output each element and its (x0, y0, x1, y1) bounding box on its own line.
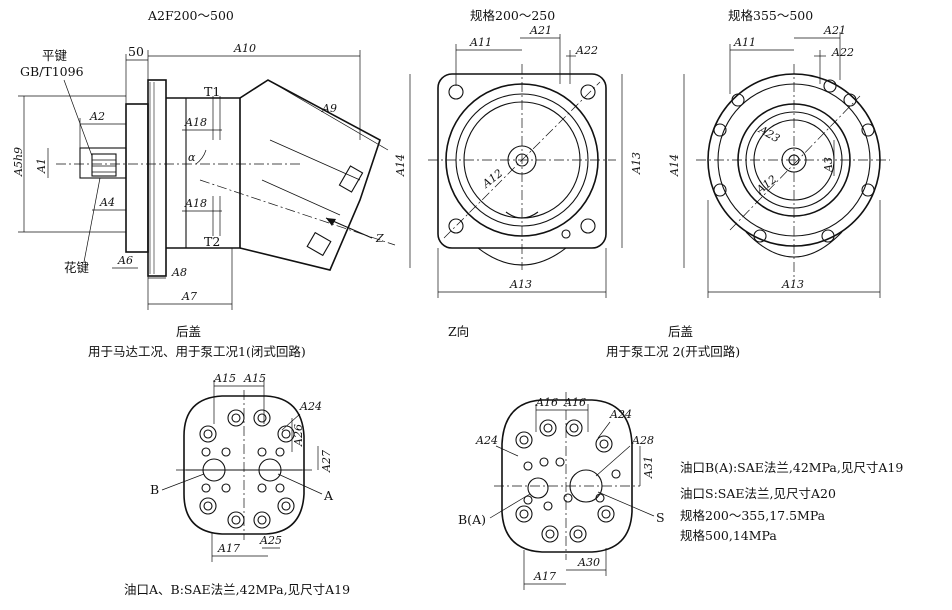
A6-label: A6 (117, 254, 133, 267)
c2-A24b-label: A24 (609, 408, 632, 421)
c2-A17-label: A17 (533, 570, 556, 583)
side-view-title: A2F200～500 (147, 8, 234, 23)
round-view-title: 规格355～500 (728, 8, 813, 23)
side-view: A2F200～500 T1 T2 A18 A18 (12, 8, 396, 310)
c1-note: 油口A、B:SAE法兰,42MPa,见尺寸A19 (124, 582, 350, 597)
sq-A22-label: A22 (575, 44, 598, 57)
c2-A31-label: A31 (642, 456, 655, 479)
c1-B-label: B (150, 482, 159, 497)
c1-A17-label: A17 (217, 542, 240, 555)
rd-A22-label: A22 (831, 46, 854, 59)
A18-upper-label: A18 (184, 116, 207, 129)
c1-A-label: A (323, 488, 334, 503)
right-cover-title: 后盖 (668, 324, 693, 339)
note-line-4: 规格500,14MPa (680, 528, 777, 543)
pingjian-label: 平键 (42, 48, 68, 63)
A18-lower-label: A18 (184, 197, 207, 210)
alpha-label: α (188, 151, 196, 164)
rd-A14-label: A14 (668, 154, 681, 177)
c2-A24a-label: A24 (475, 434, 498, 447)
A9-label: A9 (321, 102, 337, 115)
rd-A3-label: A3 (822, 157, 835, 173)
rd-A11-label: A11 (733, 36, 756, 49)
sq-A12-label: A12 (479, 167, 505, 191)
note-line-1: 油口B(A):SAE法兰,42MPa,见尺寸A19 (680, 460, 903, 475)
rd-A21-label: A21 (823, 24, 846, 37)
c1-A15b-label: A15 (243, 372, 266, 385)
A5h9-label: A5h9 (12, 147, 25, 177)
left-cover-subtitle: 用于马达工况、用于泵工况1(闭式回路) (88, 344, 306, 359)
c1-A15a-label: A15 (213, 372, 236, 385)
z-view-caption: Z向 (448, 324, 469, 339)
sq-A13h-label: A13 (509, 278, 532, 291)
A10-label: A10 (233, 42, 256, 55)
square-flange-view: 规格200～250 A11 A21 A22 A14 A13 A13 (394, 8, 643, 339)
A8-label: A8 (171, 266, 187, 279)
huajian-label: 花键 (64, 260, 90, 275)
c1-A24-label: A24 (299, 400, 322, 413)
note-line-3: 规格200～355,17.5MPa (680, 508, 826, 523)
c1-A27-label: A27 (320, 450, 333, 473)
left-cover-title: 后盖 (176, 324, 201, 339)
note-line-2: 油口S:SAE法兰,见尺寸A20 (680, 486, 836, 501)
gb-label: GB/T1096 (20, 64, 84, 79)
T1-label: T1 (204, 84, 220, 99)
dim-50-label: 50 (128, 44, 144, 59)
c2-A16a-label: A16 (535, 396, 558, 409)
rd-A13-label: A13 (781, 278, 804, 291)
rear-cover-2: A16 A16 A24 A24 A28 A31 B(A) S A30 A17 (458, 392, 665, 590)
sq-A11-label: A11 (469, 36, 492, 49)
rear-cover-1: A15 A15 A24 A26 A27 B A A25 A17 油口A、B:SA… (124, 372, 350, 597)
c2-A30-label: A30 (577, 556, 600, 569)
A7-label: A7 (181, 290, 197, 303)
sq-A13v-label: A13 (630, 152, 643, 175)
Z-label: Z (375, 232, 384, 245)
round-flange-view: 规格355～500 A11 A21 A22 A14 A23 A (668, 8, 890, 298)
T2-label: T2 (204, 234, 220, 249)
c1-A26-label: A26 (292, 424, 305, 447)
c1-A25-label: A25 (259, 534, 282, 547)
square-view-title: 规格200～250 (470, 8, 555, 23)
c2-S-label: S (656, 510, 665, 525)
A2-label: A2 (89, 110, 105, 123)
A4-label: A4 (99, 196, 115, 209)
sq-A14-label: A14 (394, 154, 407, 177)
right-cover-subtitle: 用于泵工况 2(开式回路) (606, 344, 740, 359)
c2-A16b-label: A16 (563, 396, 586, 409)
sq-A21-label: A21 (529, 24, 552, 37)
port-notes: 油口B(A):SAE法兰,42MPa,见尺寸A19 油口S:SAE法兰,见尺寸A… (680, 460, 903, 543)
A1-label: A1 (35, 158, 48, 174)
c2-BA-label: B(A) (458, 512, 486, 527)
c2-A28-label: A28 (631, 434, 654, 447)
